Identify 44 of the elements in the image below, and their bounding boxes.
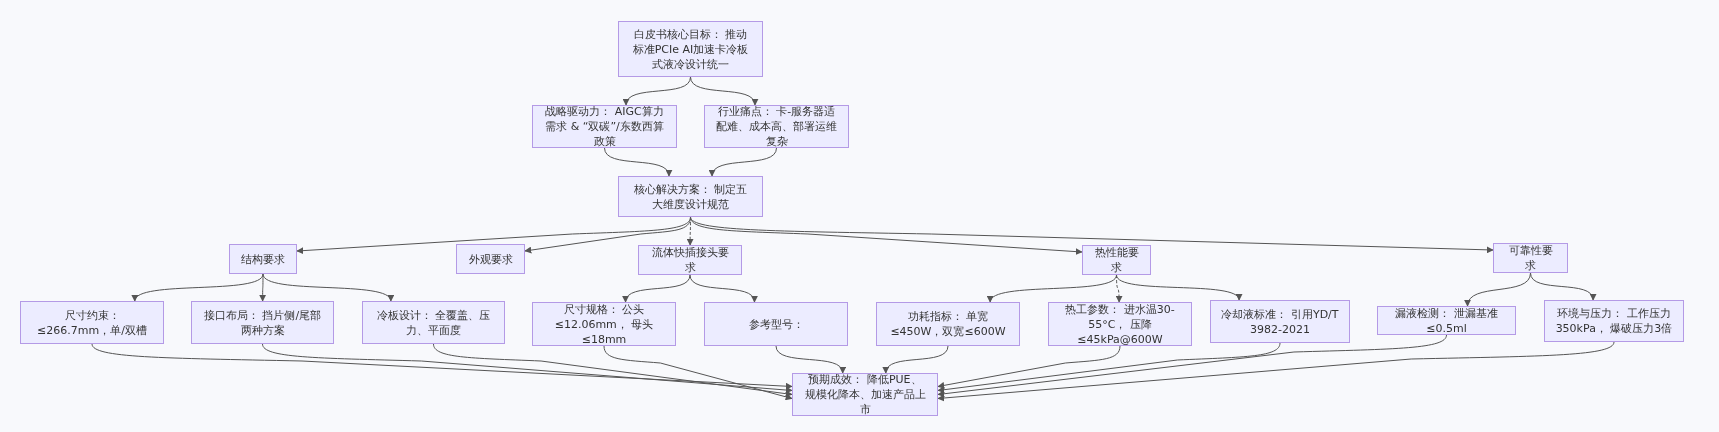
- arrow: [689, 274, 757, 303]
- arrow: [710, 147, 777, 177]
- arrow: [1530, 272, 1595, 301]
- arrow: [775, 345, 845, 374]
- arrow: [262, 343, 793, 394]
- process-box: 白皮书核心目标： 推动标准PCIe AI加速卡冷板式液冷设计统一: [618, 21, 763, 77]
- process-box: 外观要求: [456, 244, 525, 274]
- arrow: [690, 216, 1494, 254]
- arrow: [603, 345, 793, 401]
- process-box: 冷板设计： 全覆盖、压力、平面度: [362, 301, 505, 344]
- arrow: [262, 273, 392, 302]
- arrow: [690, 76, 757, 106]
- process-box: 参考型号：: [704, 302, 848, 346]
- process-box: 核心解决方案： 制定五大维度设计规范: [618, 176, 763, 217]
- arrow: [937, 334, 1447, 398]
- arrow: [296, 216, 691, 255]
- process-box: 战略驱动力： AIGC算力需求 & “双碳”/东数西算政策: [532, 105, 677, 148]
- arrow: [937, 342, 1281, 394]
- process-box: 冷却液标准： 引用YD/T 3982-2021: [1210, 300, 1350, 343]
- arrow: [259, 273, 267, 302]
- arrow: [623, 274, 691, 303]
- process-box: 预期成效： 降低PUE、规模化降本、加速产品上市: [792, 373, 938, 416]
- arrow: [686, 216, 694, 246]
- process-box: 结构要求: [229, 244, 297, 274]
- process-box: 环境与压力： 工作压力350kPa， 爆破压力3倍: [1544, 300, 1684, 342]
- arrow: [1115, 274, 1123, 303]
- process-box: 漏液检测： 泄漏基准≤0.5ml: [1377, 306, 1516, 335]
- process-box: 行业痛点： 卡-服务器适配难、成本高、部署运维复杂: [704, 105, 849, 148]
- arrow: [937, 341, 1615, 402]
- process-box: 功耗指标： 单宽≤450W，双宽≤600W: [876, 302, 1020, 346]
- arrow: [1116, 274, 1240, 301]
- arrow: [989, 274, 1117, 303]
- process-box: 流体快插接头要求: [638, 245, 742, 275]
- arrow: [883, 345, 949, 374]
- arrow: [433, 343, 793, 398]
- arrow: [604, 147, 671, 177]
- arrow: [937, 345, 1121, 389]
- process-box: 热性能要求: [1082, 245, 1151, 275]
- process-box: 接口布局： 挡片侧/尾部两种方案: [191, 301, 334, 344]
- process-box: 热工参数： 进水温30-55°C， 压降≤45kPa@600W: [1048, 302, 1192, 346]
- arrow: [91, 343, 793, 390]
- process-box: 尺寸规格： 公头≤12.06mm， 母头≤18mm: [532, 302, 676, 346]
- process-box: 尺寸约束： ≤266.7mm，单/双槽: [20, 301, 164, 344]
- process-box: 可靠性要求: [1493, 243, 1568, 273]
